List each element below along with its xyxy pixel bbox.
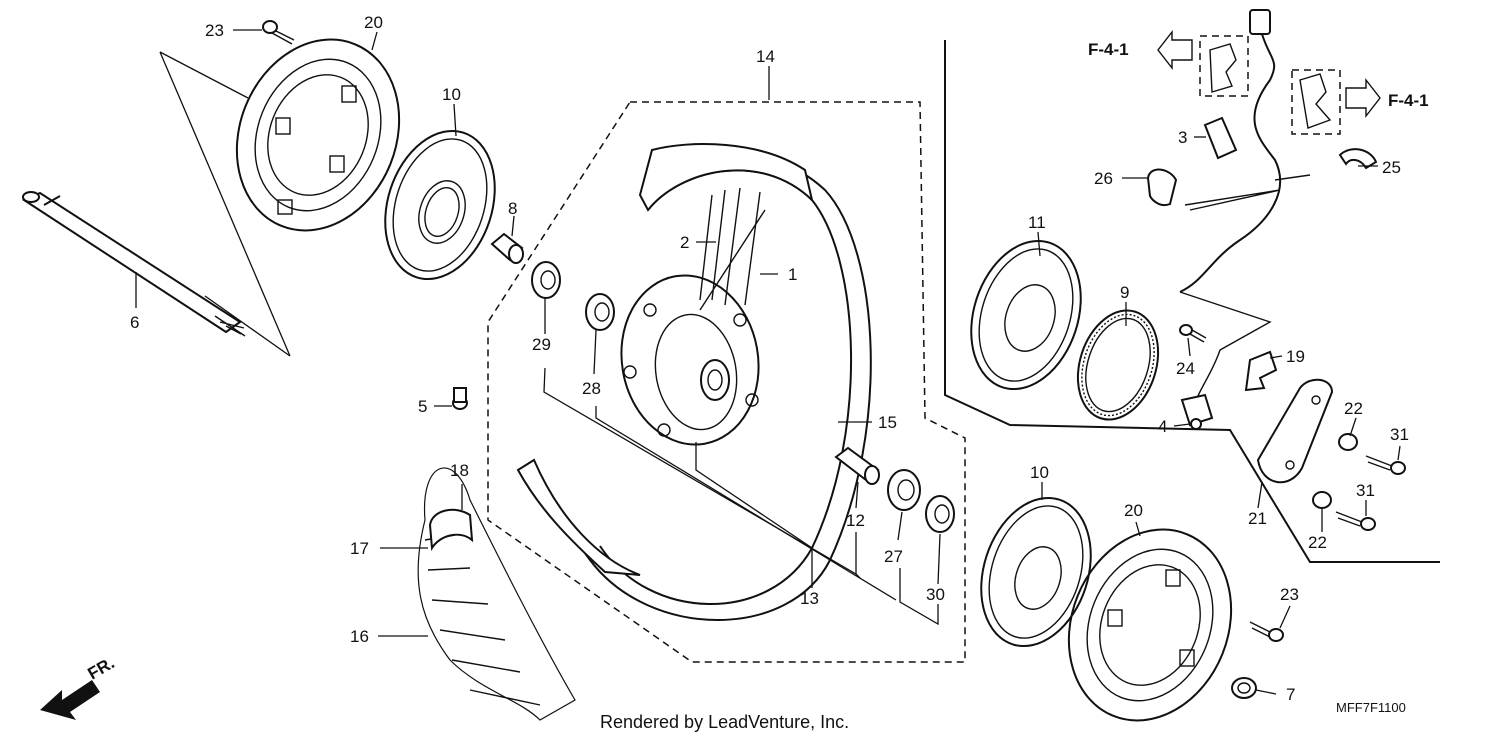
ref-label-right: F-4-1 xyxy=(1388,91,1429,110)
label-part-23-left: 23 xyxy=(205,21,224,40)
disc-cover-left xyxy=(384,129,496,281)
label-part-28: 28 xyxy=(582,379,601,398)
part-labels: 1 2 3 4 5 6 7 8 9 10 10 11 12 13 14 15 1… xyxy=(130,13,1409,704)
bolt-31-lower xyxy=(1335,511,1376,531)
label-part-2: 2 xyxy=(680,233,689,252)
wheel-rim xyxy=(516,143,872,621)
bearing-27 xyxy=(887,469,921,511)
collar-7 xyxy=(1231,677,1257,699)
label-part-1: 1 xyxy=(788,265,797,284)
wheel-spokes xyxy=(699,187,766,311)
label-part-15: 15 xyxy=(878,413,897,432)
dust-seal-30 xyxy=(925,495,955,533)
disc-cover-right xyxy=(980,496,1092,648)
diagram-code: MFF7F1100 xyxy=(1336,700,1406,715)
label-part-31-lower: 31 xyxy=(1356,481,1375,500)
label-part-30: 30 xyxy=(926,585,945,604)
label-part-13: 13 xyxy=(800,589,819,608)
brake-disc-right xyxy=(1067,528,1233,722)
axle-guide-lines xyxy=(159,51,291,357)
abs-assembly-frame xyxy=(944,40,1440,563)
sensor-protector xyxy=(1256,378,1334,484)
label-part-29: 29 xyxy=(532,335,551,354)
stay-right xyxy=(1291,69,1341,135)
front-direction-label: FR. xyxy=(85,653,118,683)
label-part-12: 12 xyxy=(846,511,865,530)
wheel-hub xyxy=(620,274,760,446)
cable-clamp-25 xyxy=(1338,148,1378,170)
washer-22-lower xyxy=(1312,491,1332,509)
label-part-20-right: 20 xyxy=(1124,501,1143,520)
inner-tube xyxy=(428,508,474,552)
label-part-10-right: 10 xyxy=(1030,463,1049,482)
label-part-4: 4 xyxy=(1158,417,1167,436)
label-part-3: 3 xyxy=(1178,128,1187,147)
label-part-5: 5 xyxy=(418,397,427,416)
pulser-ring xyxy=(1076,309,1160,421)
label-part-9: 9 xyxy=(1120,283,1129,302)
label-part-27: 27 xyxy=(884,547,903,566)
brake-disc-left xyxy=(235,38,401,232)
cable-clamp-3 xyxy=(1203,116,1238,160)
label-part-10-left: 10 xyxy=(442,85,461,104)
wheel-speed-sensor xyxy=(1180,393,1214,430)
label-part-14: 14 xyxy=(756,47,775,66)
wheel-assembly-outline xyxy=(487,101,966,663)
ref-arrow-right xyxy=(1345,77,1381,119)
cable-clip-19 xyxy=(1244,350,1278,392)
bearing-28 xyxy=(585,293,615,331)
distance-collar xyxy=(834,446,880,485)
label-part-18: 18 xyxy=(450,461,469,480)
label-part-19: 19 xyxy=(1286,347,1305,366)
abs-cover xyxy=(970,239,1082,391)
leader-lines xyxy=(135,29,1401,695)
label-part-26: 26 xyxy=(1094,169,1113,188)
label-part-24: 24 xyxy=(1176,359,1195,378)
cable-clamp-26 xyxy=(1146,168,1178,206)
label-part-6: 6 xyxy=(130,313,139,332)
disc-bolt-right xyxy=(1249,621,1284,642)
bearing-29 xyxy=(531,261,561,299)
ref-label-left: F-4-1 xyxy=(1088,40,1129,59)
label-part-23-right: 23 xyxy=(1280,585,1299,604)
stay-left xyxy=(1199,35,1249,97)
bolt-31-upper xyxy=(1365,455,1406,475)
ref-arrow-left xyxy=(1157,29,1193,71)
label-part-17: 17 xyxy=(350,539,369,558)
label-part-8: 8 xyxy=(508,199,517,218)
label-part-31-upper: 31 xyxy=(1390,425,1409,444)
abs-sensor-cable xyxy=(1179,9,1311,413)
label-part-11: 11 xyxy=(1028,213,1046,232)
render-credit: Rendered by LeadVenture, Inc. xyxy=(600,712,849,732)
label-part-16: 16 xyxy=(350,627,369,646)
label-part-20-left: 20 xyxy=(364,13,383,32)
axle-shaft xyxy=(21,191,246,337)
disc-bolt-left xyxy=(262,20,295,45)
label-part-22-upper: 22 xyxy=(1344,399,1363,418)
tire-valve xyxy=(452,387,468,410)
label-part-25: 25 xyxy=(1382,158,1401,177)
washer-22-upper xyxy=(1338,433,1358,451)
label-part-22-lower: 22 xyxy=(1308,533,1327,552)
side-collar xyxy=(490,232,524,264)
sensor-bolt xyxy=(1179,324,1207,343)
front-direction-icon: FR. xyxy=(40,653,118,720)
label-part-7: 7 xyxy=(1286,685,1295,704)
label-part-21: 21 xyxy=(1248,509,1267,528)
